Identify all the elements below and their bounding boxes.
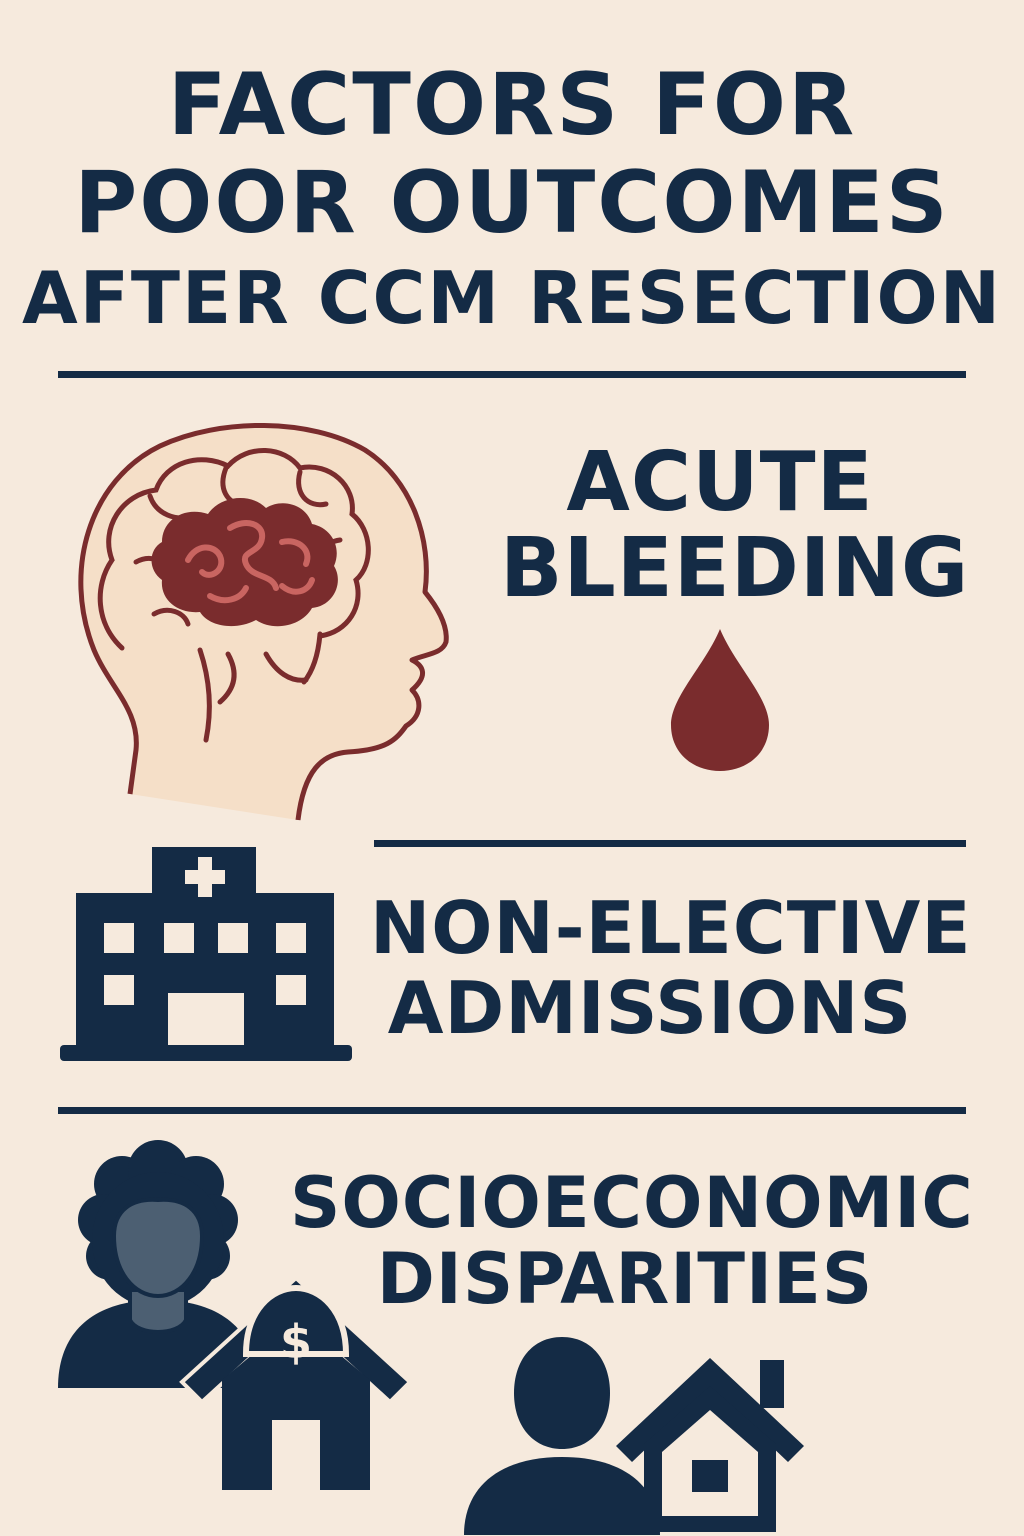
- factor-label-nonelective-line-1: NON-ELECTIVE: [370, 886, 972, 970]
- head-with-brain-icon: [78, 423, 449, 821]
- house-icon: [616, 1358, 804, 1532]
- person-icon: [58, 1140, 258, 1388]
- factor-label-socio-line-2: DISPARITIES: [376, 1238, 874, 1320]
- hospital-icon: [60, 847, 352, 1061]
- divider-middle: [374, 840, 966, 847]
- person-icon: [464, 1337, 660, 1535]
- divider-bottom: [58, 1107, 966, 1114]
- page-title-line-2: POOR OUTCOMES: [74, 153, 950, 253]
- divider-top: [58, 371, 966, 378]
- dollar-sign: $: [280, 1315, 312, 1369]
- factor-label-socio-line-1: SOCIOECONOMIC: [290, 1162, 974, 1244]
- factor-label-acute-line-1: ACUTE: [566, 435, 874, 530]
- factor-label-acute-line-2: BLEEDING: [500, 521, 970, 616]
- page-title-line-1: FACTORS FOR: [167, 55, 857, 155]
- blood-drop-icon: [671, 629, 769, 771]
- house-dollar-icon: $: [179, 1275, 413, 1490]
- page-title-line-3: AFTER CCM RESECTION: [22, 256, 1002, 340]
- factor-label-nonelective-line-2: ADMISSIONS: [387, 966, 913, 1050]
